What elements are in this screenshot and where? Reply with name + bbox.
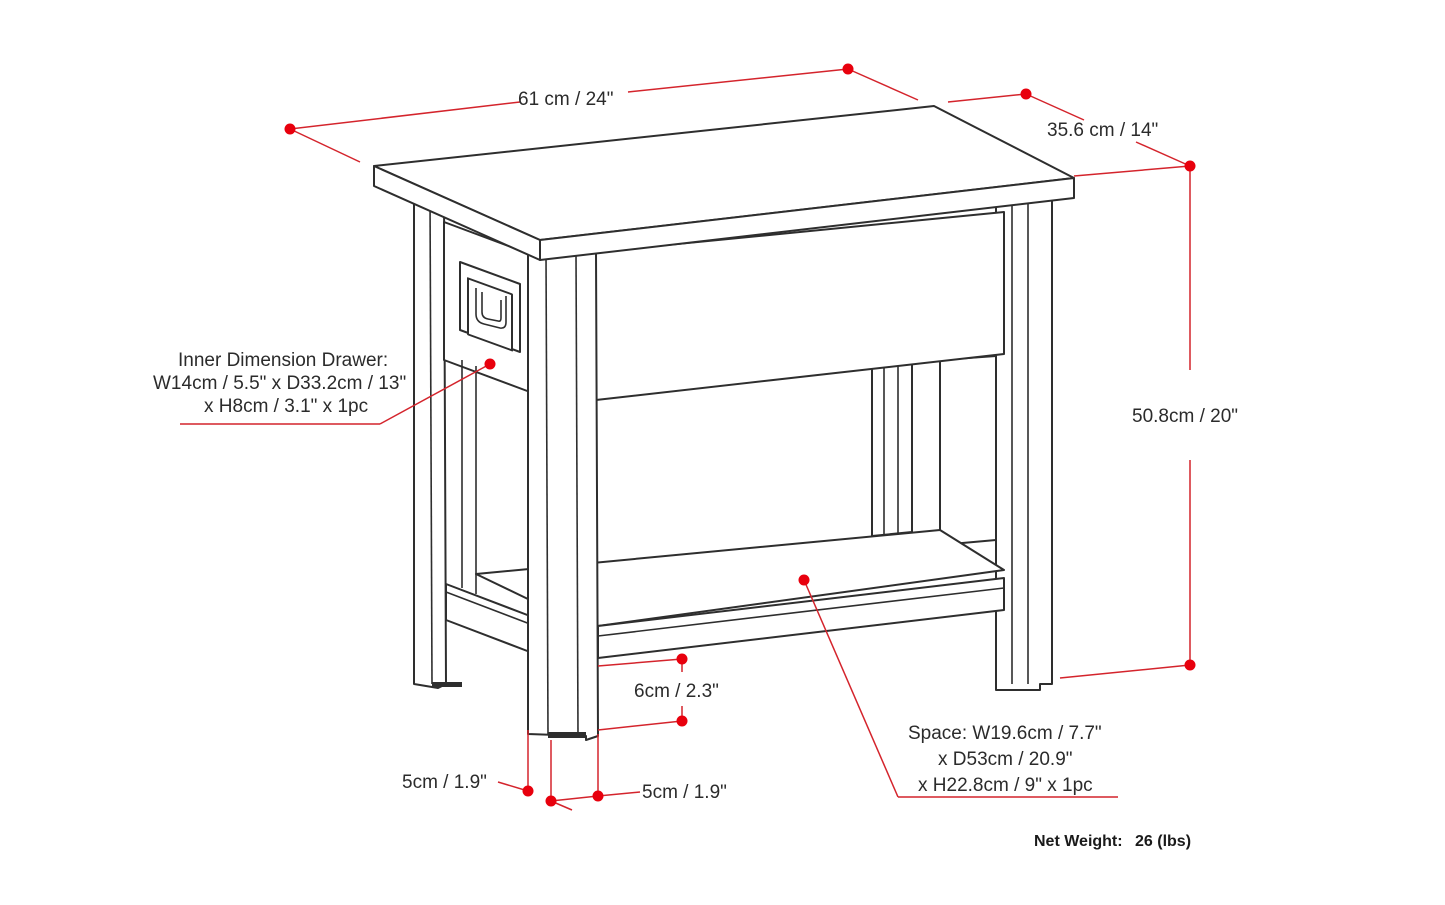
height-dot-bottom — [1184, 659, 1196, 671]
width-ext-left — [289, 128, 361, 163]
drawer-callout-line — [379, 363, 491, 425]
clearance-dot-top — [676, 653, 688, 665]
width-dot-right — [842, 63, 854, 75]
drawer-dot — [484, 358, 496, 370]
space-note-line1: Space: W19.6cm / 7.7" — [908, 723, 1102, 744]
space-note-line2: x D53cm / 20.9" — [938, 749, 1073, 770]
space-note-line3: x H22.8cm / 9" x 1pc — [918, 775, 1093, 796]
width-ext-right — [847, 68, 919, 101]
bottom-shelf — [475, 529, 1005, 627]
depth-label: 35.6 cm / 14" — [1047, 120, 1158, 141]
height-dot-top — [1184, 160, 1196, 172]
leg-front-line — [550, 795, 599, 802]
tabletop-side-edge — [373, 165, 541, 261]
height-label: 50.8cm / 20" — [1132, 406, 1238, 427]
dimension-dots — [284, 63, 1196, 807]
leg-front-leader — [597, 791, 641, 797]
clearance-ext-top — [597, 658, 683, 667]
drawer-handle-plate — [467, 277, 513, 352]
clearance-dot-bottom — [676, 715, 688, 727]
width-label: 61 cm / 24" — [518, 89, 613, 110]
leg-dot-1 — [522, 785, 534, 797]
leg-dot-2 — [545, 795, 557, 807]
width-line-right — [627, 68, 849, 93]
net-weight-label: Net Weight: — [1034, 833, 1123, 850]
clearance-label: 6cm / 2.3" — [634, 681, 719, 702]
depth-dot-left — [1020, 88, 1032, 100]
drawer-note-line1: Inner Dimension Drawer: — [178, 350, 388, 371]
leg-foot-front — [548, 732, 586, 738]
drawer-note-line3: x H8cm / 3.1" x 1pc — [204, 396, 368, 417]
side-table-drawing — [373, 105, 1075, 741]
back-left-leg — [871, 363, 913, 537]
leg-front-label: 5cm / 1.9" — [642, 782, 727, 803]
width-line-left — [289, 101, 521, 130]
height-line-bottom-ext — [1059, 664, 1191, 679]
depth-line-b — [1135, 141, 1191, 167]
depth-line-a — [1025, 93, 1085, 121]
depth-line-top — [947, 93, 1027, 103]
width-dot-left — [284, 123, 296, 135]
leg-side-label: 5cm / 1.9" — [402, 772, 487, 793]
drawer-handle-icon — [475, 288, 507, 329]
space-callout-line — [803, 579, 899, 798]
front-center-leg — [527, 251, 599, 741]
dimension-labels: 61 cm / 24" 35.6 cm / 14" 50.8cm / 20" I… — [153, 89, 1238, 850]
back-panel-right — [939, 355, 997, 546]
height-line-top-ext — [1073, 165, 1191, 177]
leg-dot-3 — [592, 790, 604, 802]
space-dot — [798, 574, 810, 586]
drawer-note-line2: W14cm / 5.5" x D33.2cm / 13" — [153, 373, 406, 394]
dimension-lines — [180, 68, 1191, 811]
leg-foot-back — [432, 682, 462, 687]
clearance-ext-bottom — [597, 720, 683, 731]
net-weight-value: 26 (lbs) — [1135, 833, 1191, 850]
